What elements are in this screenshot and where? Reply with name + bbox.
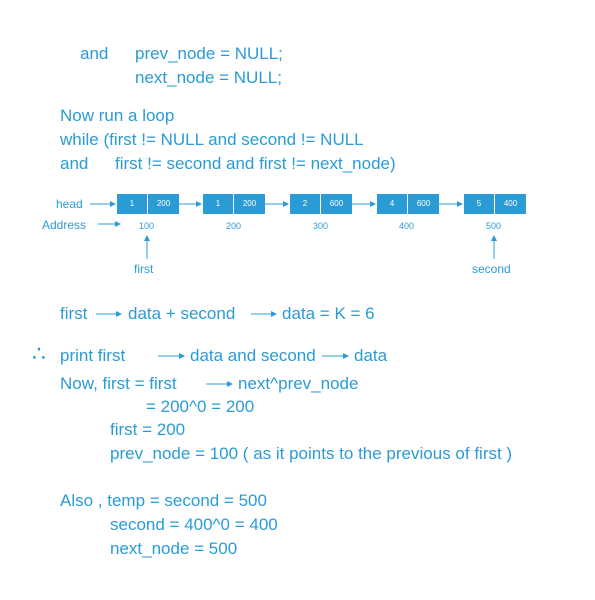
prev-node-null-line: prev_node = NULL;	[135, 44, 283, 63]
list-node-5: 5 400	[464, 194, 526, 214]
node-npx: 200	[242, 199, 257, 208]
second-assign-line: second = 400^0 = 400	[110, 515, 278, 534]
and-keyword-1: and	[80, 44, 109, 63]
first-assign-line: first = 200	[110, 420, 186, 439]
sum-first-label: first	[60, 304, 88, 323]
loop-heading: Now run a loop	[60, 106, 175, 125]
while-condition-line: while (first != NULL and second != NULL	[60, 130, 364, 149]
node-npx: 200	[156, 199, 171, 208]
list-node-2: 1 200	[203, 194, 265, 214]
node-npx: 600	[416, 199, 431, 208]
node-address-2: 200	[226, 221, 242, 231]
node-data: 1	[203, 194, 234, 214]
node-address-4: 400	[399, 221, 415, 231]
list-node-3: 2 600	[290, 194, 352, 214]
first-pointer-label: first	[134, 262, 154, 276]
node-address-3: 300	[313, 221, 329, 231]
also-temp-line: Also , temp = second = 500	[60, 491, 267, 510]
node-address-5: 500	[486, 221, 502, 231]
node-data: 2	[290, 194, 321, 214]
node-data: 5	[464, 194, 495, 214]
node-data: 1	[117, 194, 148, 214]
node-npx: 400	[503, 199, 518, 208]
next-xor-prev-label: next^prev_node	[238, 374, 359, 393]
sum-middle-label: data + second	[128, 304, 236, 323]
print-first-label: print first	[60, 346, 126, 365]
prev-node-assign-line: prev_node = 100 ( as it points to the pr…	[110, 444, 513, 463]
next-node-assign-line: next_node = 500	[110, 539, 238, 558]
list-node-4: 4 600	[377, 194, 439, 214]
xor-result-line: = 200^0 = 200	[146, 397, 255, 416]
sum-result-label: data = K = 6	[282, 304, 375, 323]
now-first-label: Now, first = first	[60, 374, 177, 393]
print-data-label: data	[354, 346, 388, 365]
address-label: Address	[42, 218, 87, 232]
and-keyword-2: and	[60, 154, 89, 173]
node-npx: 600	[329, 199, 344, 208]
while-condition-line-2: first != second and first != next_node)	[115, 154, 396, 173]
second-pointer-label: second	[472, 262, 511, 276]
node-data: 4	[377, 194, 408, 214]
print-middle-label: data and second	[190, 346, 316, 365]
therefore-symbol: ∴	[32, 341, 46, 366]
head-label: head	[56, 197, 83, 211]
next-node-null-line: next_node = NULL;	[135, 68, 282, 87]
node-address-1: 100	[139, 221, 155, 231]
list-node-1: 1 200	[117, 194, 179, 214]
